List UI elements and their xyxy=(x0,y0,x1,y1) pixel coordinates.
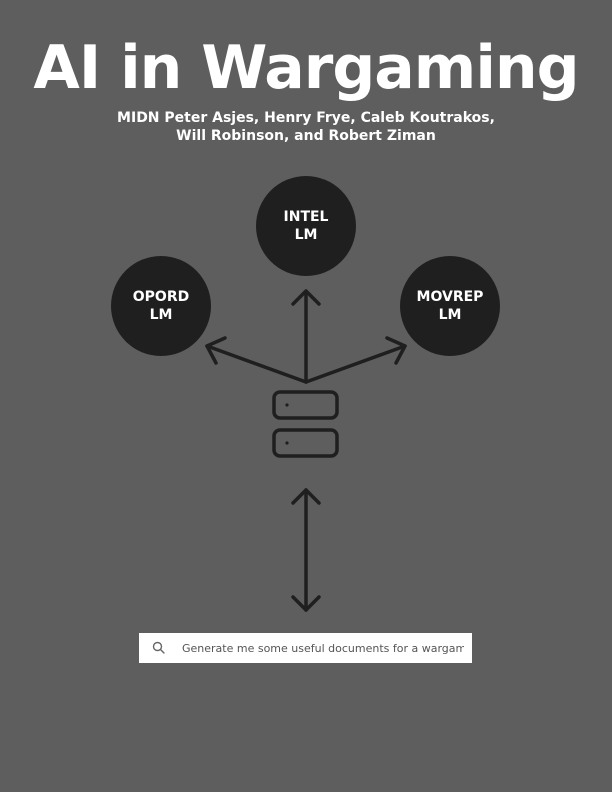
search-bar[interactable] xyxy=(139,633,472,663)
intel-node-label-2: LM xyxy=(294,227,318,243)
opord-node-label-2: LM xyxy=(149,307,173,323)
movrep-lm-node: MOVREP LM xyxy=(400,256,500,356)
intel-node-label-1: INTEL xyxy=(283,209,329,225)
movrep-node-label-1: MOVREP xyxy=(416,289,484,305)
authors-line-1: MIDN Peter Asjes, Henry Frye, Caleb Kout… xyxy=(117,110,495,126)
page-title: AI in Wargaming xyxy=(33,33,579,103)
opord-node-label-1: OPORD xyxy=(132,289,190,305)
authors-line-2: Will Robinson, and Robert Ziman xyxy=(176,128,436,144)
arrow-to-opord xyxy=(205,336,308,384)
intel-lm-node: INTEL LM xyxy=(256,176,356,276)
server-icon xyxy=(272,390,339,458)
double-arrow-icon xyxy=(291,488,321,612)
search-input[interactable] xyxy=(182,641,464,655)
author-list: MIDN Peter Asjes, Henry Frye, Caleb Kout… xyxy=(0,109,612,145)
search-icon xyxy=(152,641,166,655)
arrow-to-movrep xyxy=(304,336,407,384)
arrow-to-intel xyxy=(291,289,321,384)
opord-lm-node: OPORD LM xyxy=(111,256,211,356)
movrep-node-label-2: LM xyxy=(438,307,462,323)
